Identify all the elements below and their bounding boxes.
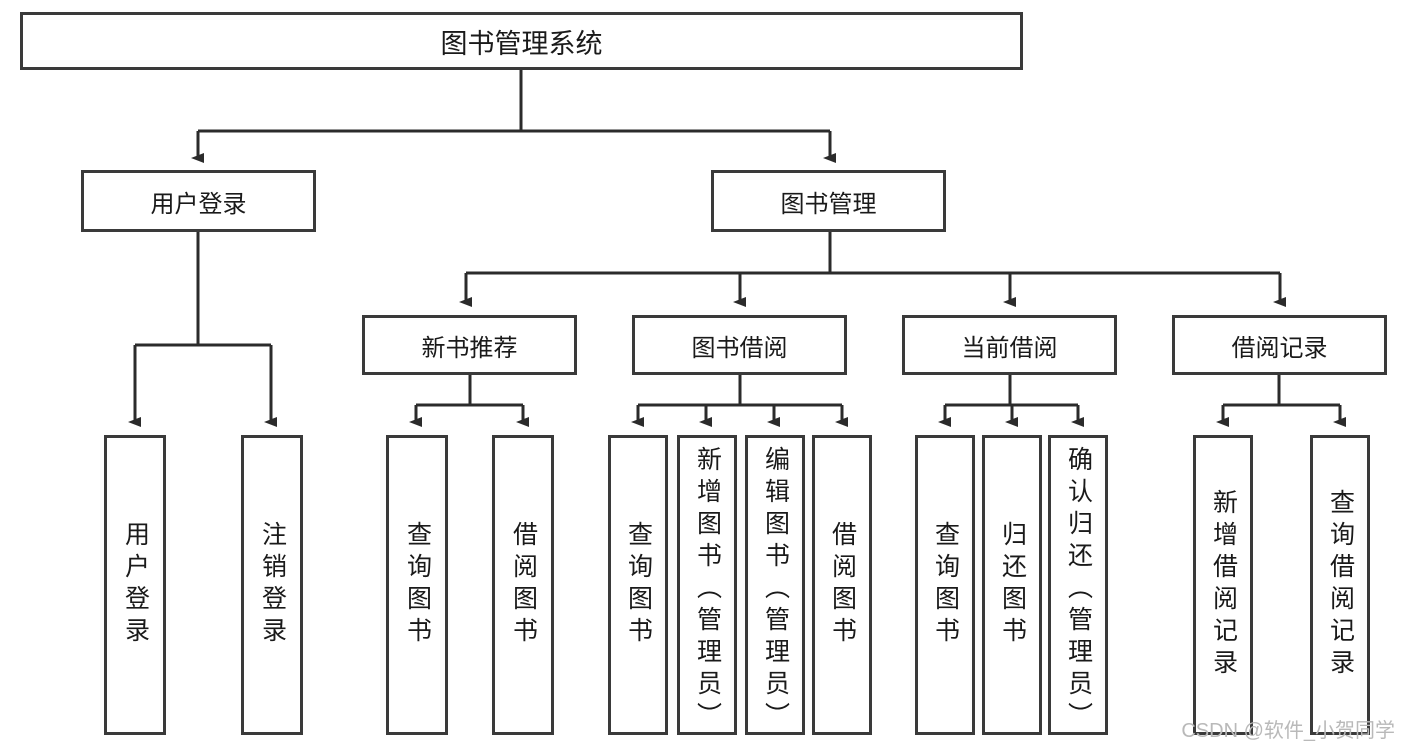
leaf-current-borrow-query-book[interactable]: 查询图书 — [915, 435, 975, 735]
leaf-user-login-logout[interactable]: 注销登录 — [241, 435, 303, 735]
leaf-borrow-record-add-record[interactable]: 新增借阅记录 — [1193, 435, 1253, 735]
leaf-book-borrow-query-book[interactable]: 查询图书 — [608, 435, 668, 735]
leaf-book-borrow-borrow-book[interactable]: 借阅图书 — [812, 435, 872, 735]
csdn-watermark: CSDN @软件_小贺同学 — [1181, 720, 1395, 742]
leaf-new-book-borrow-book[interactable]: 借阅图书 — [492, 435, 554, 735]
node-new-book-recommend[interactable]: 新书推荐 — [362, 315, 577, 375]
leaf-book-borrow-add-book-admin[interactable]: 新增图书（管理员） — [677, 435, 737, 735]
node-label: 当前借阅 — [961, 334, 1058, 362]
leaf-user-login-login[interactable]: 用户登录 — [104, 435, 166, 735]
node-root-book-management-system[interactable]: 图书管理系统 — [20, 12, 1023, 70]
node-label: 借阅图书 — [828, 521, 857, 649]
leaf-inner: 查询图书 — [389, 438, 445, 732]
node-label: 新书推荐 — [421, 334, 518, 362]
leaf-inner: 编辑图书（管理员） — [748, 438, 802, 740]
node-label: 新增借阅记录 — [1209, 489, 1238, 681]
leaf-inner: 注销登录 — [244, 438, 300, 732]
node-label: 查询图书 — [624, 521, 653, 649]
leaf-inner: 归还图书 — [985, 438, 1039, 732]
node-label: 图书管理系统 — [440, 28, 603, 59]
leaf-inner: 新增借阅记录 — [1196, 438, 1250, 732]
leaf-inner: 借阅图书 — [495, 438, 551, 732]
node-label: 查询图书 — [931, 521, 960, 649]
node-label: 借阅图书 — [509, 521, 538, 649]
node-label: 归还图书 — [998, 521, 1027, 649]
leaf-inner: 确认归还（管理员） — [1051, 438, 1105, 740]
node-label: 确认归还（管理员） — [1064, 446, 1093, 734]
node-label: 注销登录 — [258, 521, 287, 649]
node-label: 新增图书（管理员） — [693, 446, 722, 734]
node-label: 查询图书 — [403, 521, 432, 649]
node-book-borrow[interactable]: 图书借阅 — [632, 315, 847, 375]
node-current-borrow[interactable]: 当前借阅 — [902, 315, 1117, 375]
node-label: 图书管理 — [780, 190, 877, 218]
leaf-book-borrow-edit-book-admin[interactable]: 编辑图书（管理员） — [745, 435, 805, 735]
leaf-current-borrow-confirm-return-admin[interactable]: 确认归还（管理员） — [1048, 435, 1108, 735]
leaf-new-book-query-book[interactable]: 查询图书 — [386, 435, 448, 735]
node-label: 用户登录 — [150, 190, 247, 218]
leaf-inner: 查询借阅记录 — [1313, 438, 1367, 732]
node-label: 图书借阅 — [691, 334, 788, 362]
leaf-inner: 新增图书（管理员） — [680, 438, 734, 740]
node-borrow-record[interactable]: 借阅记录 — [1172, 315, 1387, 375]
node-book-management[interactable]: 图书管理 — [711, 170, 946, 232]
leaf-borrow-record-query-record[interactable]: 查询借阅记录 — [1310, 435, 1370, 735]
node-label: 编辑图书（管理员） — [761, 446, 790, 734]
leaf-inner: 查询图书 — [918, 438, 972, 732]
leaf-inner: 用户登录 — [107, 438, 163, 732]
node-label: 借阅记录 — [1231, 334, 1328, 362]
leaf-current-borrow-return-book[interactable]: 归还图书 — [982, 435, 1042, 735]
leaf-inner: 查询图书 — [611, 438, 665, 732]
node-label: 查询借阅记录 — [1326, 489, 1355, 681]
node-label: 用户登录 — [121, 521, 150, 649]
leaf-inner: 借阅图书 — [815, 438, 869, 732]
node-user-login[interactable]: 用户登录 — [81, 170, 316, 232]
